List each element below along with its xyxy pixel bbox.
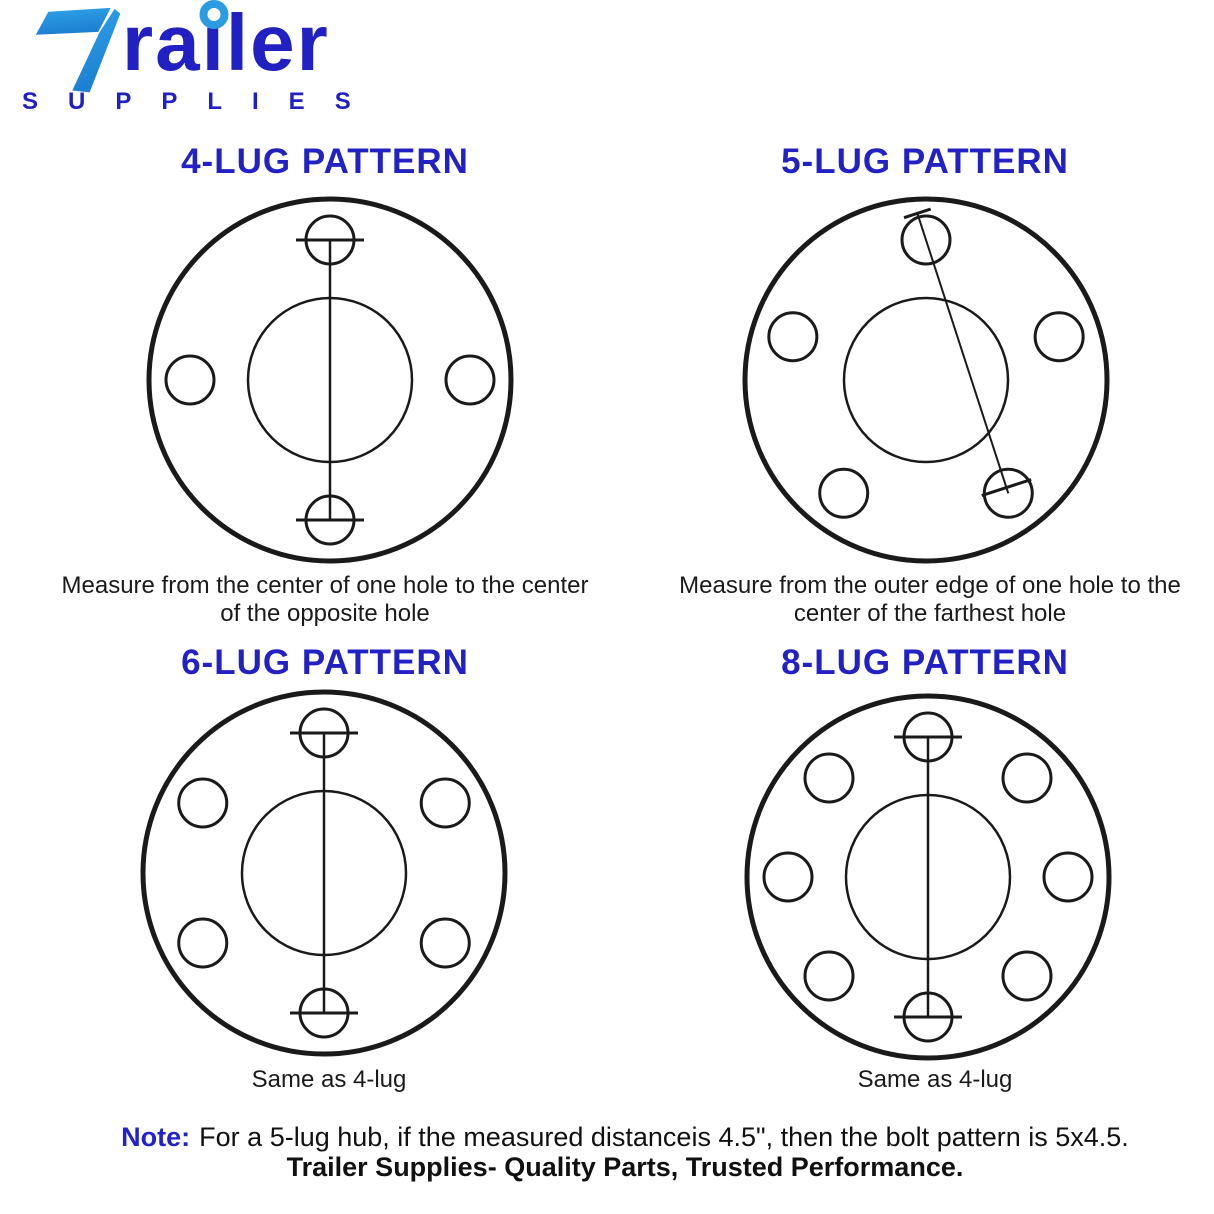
caption-line: of the opposite hole <box>220 600 430 627</box>
lug-hole <box>177 777 229 829</box>
outer-flange-circle <box>744 693 1112 1061</box>
note-text: For a 5-lug hub, if the measured distanc… <box>199 1122 1129 1152</box>
wordmark-fragment: ler <box>225 0 330 87</box>
lug-hole <box>444 354 496 406</box>
lug-hole <box>419 777 471 829</box>
lug5-title: 5-LUG PATTERN <box>781 142 1069 181</box>
hub-bore-circle <box>842 296 1010 464</box>
lug8-caption: Same as 4-lug <box>685 1066 1185 1094</box>
lug-hole <box>767 311 819 363</box>
lug-hole <box>803 752 855 804</box>
outer-flange-circle <box>140 689 508 1057</box>
note: Note: For a 5-lug hub, if the measured di… <box>18 1122 1214 1153</box>
lug-hole <box>1033 311 1085 363</box>
lug4-title: 4-LUG PATTERN <box>181 142 469 181</box>
caption-line: Measure from the outer edge of one hole … <box>679 572 1181 599</box>
caption-line: Same as 4-lug <box>857 1066 1013 1093</box>
lug-hole <box>177 917 229 969</box>
caption-line: Same as 4-lug <box>251 1066 407 1093</box>
lug8-title: 8-LUG PATTERN <box>781 643 1069 682</box>
lug6-title: 6-LUG PATTERN <box>181 643 469 682</box>
lug6-caption: Same as 4-lug <box>79 1066 579 1094</box>
lug-hole <box>164 354 216 406</box>
trailer-t-flag-icon <box>35 7 121 93</box>
lug4-caption: Measure from the center of one hole to t… <box>30 572 620 628</box>
caption-line: center of the farthest hole <box>793 600 1067 627</box>
lug-hole <box>419 917 471 969</box>
lug6-diagram <box>140 689 508 1057</box>
lug-hole <box>762 851 814 903</box>
lug-hole <box>818 467 870 519</box>
measurement-tick <box>903 207 932 220</box>
caption-line: Measure from the center of one hole to t… <box>61 572 589 599</box>
measurement-line <box>916 213 1010 494</box>
wordmark-fragment: ra <box>122 0 202 87</box>
outer-flange-circle <box>742 196 1110 564</box>
footer-tagline: Trailer Supplies- Quality Parts, Trusted… <box>286 1152 964 1182</box>
lug5-caption: Measure from the outer edge of one hole … <box>645 572 1214 628</box>
brand-subtitle: SUPPLIES <box>22 88 381 115</box>
lug-hole <box>1042 851 1094 903</box>
hole-crosshair-line <box>981 478 1032 498</box>
outer-flange-circle <box>146 196 514 564</box>
lug8-diagram <box>744 693 1112 1061</box>
lug-hole <box>803 950 855 1002</box>
lug-hole <box>1001 752 1053 804</box>
i-dot-ring-icon <box>199 0 229 29</box>
note-label: Note: <box>121 1122 191 1152</box>
lug-hole <box>900 214 952 266</box>
lug4-diagram <box>146 196 514 564</box>
logo-stem <box>72 8 121 93</box>
wordmark-i: ı <box>199 0 229 90</box>
logo-top-bar <box>35 7 111 35</box>
lug-hole <box>1001 950 1053 1002</box>
lug5-diagram <box>742 196 1110 564</box>
